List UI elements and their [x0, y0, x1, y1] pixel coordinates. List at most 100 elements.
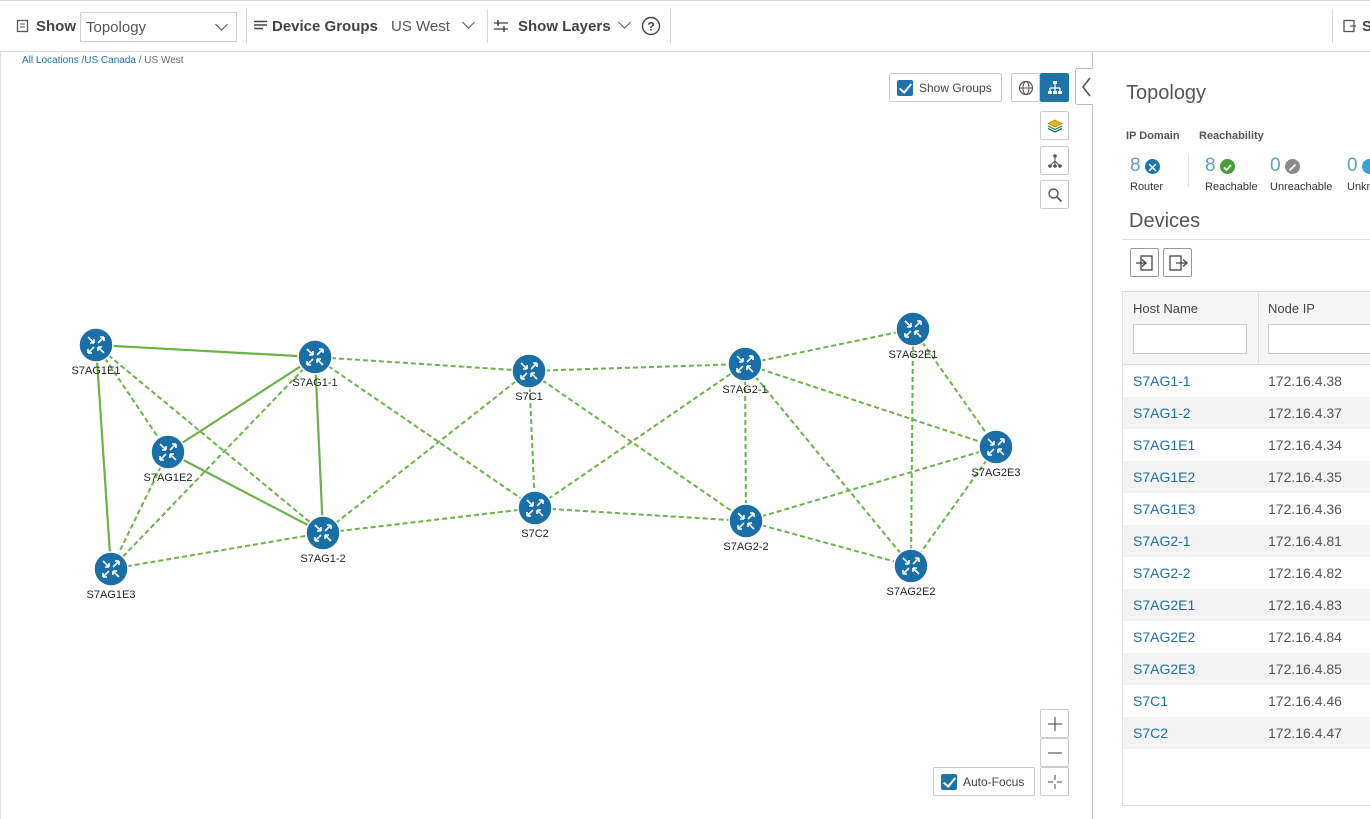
link-S7AG1-1-S7AG1E3[interactable] [110, 356, 316, 570]
router-node-S7AG2-1[interactable]: S7AG2-1 [722, 346, 768, 396]
link-S7AG1E2-S7AG1-1[interactable] [167, 356, 316, 453]
host-name-link[interactable]: S7AG1-1 [1133, 373, 1191, 389]
topology-map[interactable] [0, 52, 1093, 819]
host-name-link[interactable]: S7AG2-1 [1133, 533, 1191, 549]
router-icon [1144, 158, 1160, 174]
router-node-S7AG1E3[interactable]: S7AG1E3 [87, 551, 136, 601]
device-groups-select[interactable]: US West [391, 1, 450, 51]
unknown-count-stat[interactable]: 0 [1347, 155, 1370, 177]
router-count-stat[interactable]: 8 [1130, 155, 1160, 177]
device-groups-value: US West [391, 17, 450, 35]
link-S7AG2-1-S7AG2E1[interactable] [744, 328, 914, 365]
link-S7AG1-1-S7AG1-2[interactable] [313, 356, 325, 534]
router-node-S7AG1-2[interactable]: S7AG1-2 [300, 515, 346, 565]
fit-view-button[interactable] [1040, 767, 1069, 796]
link-S7AG1E2-S7AG1E3[interactable] [110, 451, 169, 570]
router-node-S7AG1E1[interactable]: S7AG1E1 [72, 327, 121, 377]
link-S7AG1E3-S7AG1-2[interactable] [110, 532, 324, 570]
side-panel-icon[interactable] [1343, 1, 1357, 51]
layout-button[interactable] [1040, 146, 1069, 175]
link-S7AG1E1-S7AG1-1[interactable] [95, 343, 316, 359]
reachable-count-stat[interactable]: 8 [1205, 155, 1235, 177]
host-name-link[interactable]: S7C1 [1133, 693, 1169, 709]
show-select[interactable]: Topology [80, 12, 237, 42]
host-name-link[interactable]: S7AG2E2 [1133, 629, 1196, 645]
layers-button[interactable] [1040, 111, 1069, 140]
link-S7AG2-2-S7AG2E3[interactable] [745, 446, 997, 522]
show-layers-button[interactable]: Show Layers [518, 17, 611, 35]
host-name-link[interactable]: S7C2 [1133, 725, 1169, 741]
link-S7C1-S7AG2-1[interactable] [528, 363, 746, 372]
link-S7AG1-1-S7C2[interactable] [314, 356, 536, 509]
router-node-S7C2[interactable]: S7C2 [517, 490, 553, 540]
right-toolbar-label[interactable]: S [1362, 17, 1370, 35]
geo-map-view-button[interactable] [1011, 73, 1040, 102]
host-name-link[interactable]: S7AG1E2 [1133, 469, 1196, 485]
link-S7AG2-2-S7AG2E2[interactable] [745, 520, 912, 567]
host-name-link[interactable]: S7AG1-2 [1133, 405, 1191, 421]
link-S7C1-S7AG2-2[interactable] [528, 370, 747, 522]
link-S7AG1-1-S7C1[interactable] [314, 356, 530, 372]
link-S7AG2E3-S7AG2E2[interactable] [910, 446, 997, 567]
router-node-S7AG2E3[interactable]: S7AG2E3 [972, 429, 1021, 479]
link-S7AG1-2-S7C2[interactable] [322, 507, 536, 534]
router-node-S7AG1E2[interactable]: S7AG1E2 [144, 434, 193, 484]
link-S7AG1E1-S7AG1E3[interactable] [94, 344, 113, 570]
router-node-S7AG1-1[interactable]: S7AG1-1 [292, 339, 338, 389]
link-S7AG1E1-S7AG1-2[interactable] [95, 344, 324, 534]
link-S7AG1E2-S7AG1-2[interactable] [167, 451, 324, 534]
host-name-filter-input[interactable] [1133, 324, 1247, 354]
unreachable-count-stat[interactable]: 0 [1270, 155, 1300, 177]
link-S7AG1-2-S7C1[interactable] [322, 370, 530, 534]
link-S7AG2-1-S7AG2E2[interactable] [744, 363, 912, 567]
host-name-link[interactable]: S7AG1E3 [1133, 501, 1196, 517]
link-S7C2-S7AG2-2[interactable] [534, 507, 747, 522]
link-S7AG2E1-S7AG2E2[interactable] [910, 328, 914, 567]
link-S7AG2E1-S7AG2E3[interactable] [912, 328, 997, 448]
zoom-in-button[interactable] [1040, 709, 1069, 738]
host-name-link[interactable]: S7AG2E1 [1133, 597, 1196, 613]
show-groups-toggle[interactable]: Show Groups [889, 73, 1002, 102]
router-node-S7AG2E1[interactable]: S7AG2E1 [889, 311, 938, 361]
export-button[interactable] [1163, 248, 1192, 277]
breadcrumb-us-canada[interactable]: /US Canada [81, 55, 136, 66]
router-icon [520, 362, 538, 380]
column-node-ip[interactable]: Node IP [1268, 301, 1315, 316]
host-name-link[interactable]: S7AG2-2 [1133, 565, 1191, 581]
auto-focus-toggle[interactable]: Auto-Focus [933, 767, 1035, 796]
topology-view-button[interactable] [1040, 73, 1069, 102]
show-groups-checkbox[interactable] [897, 79, 913, 96]
router-node-S7AG2-2[interactable]: S7AG2-2 [723, 503, 769, 553]
router-node-S7C1[interactable]: S7C1 [511, 353, 547, 403]
link-S7C1-S7C2[interactable] [528, 370, 536, 509]
unknown-icon [1361, 158, 1370, 174]
search-button[interactable] [1040, 180, 1069, 209]
host-name-link[interactable]: S7AG1E1 [1133, 437, 1196, 453]
zoom-out-button[interactable] [1040, 738, 1069, 767]
link-S7AG2-1-S7AG2-2[interactable] [744, 363, 747, 522]
unreachable-label: Unreachable [1270, 181, 1333, 193]
auto-focus-checkbox[interactable] [941, 773, 957, 790]
import-button[interactable] [1130, 248, 1159, 277]
node-ip-filter-input[interactable] [1268, 324, 1370, 354]
column-host-name[interactable]: Host Name [1133, 301, 1199, 316]
host-name-link[interactable]: S7AG2E3 [1133, 661, 1196, 677]
breadcrumb-all-locations[interactable]: All Locations [22, 55, 79, 66]
link-S7AG1E1-S7AG1E2[interactable] [95, 344, 169, 453]
help-icon[interactable]: ? [641, 1, 661, 51]
router-node-S7AG2E2[interactable]: S7AG2E2 [887, 548, 936, 598]
link-S7C2-S7AG2-1[interactable] [534, 363, 746, 509]
link-S7AG2-1-S7AG2E3[interactable] [744, 363, 997, 448]
